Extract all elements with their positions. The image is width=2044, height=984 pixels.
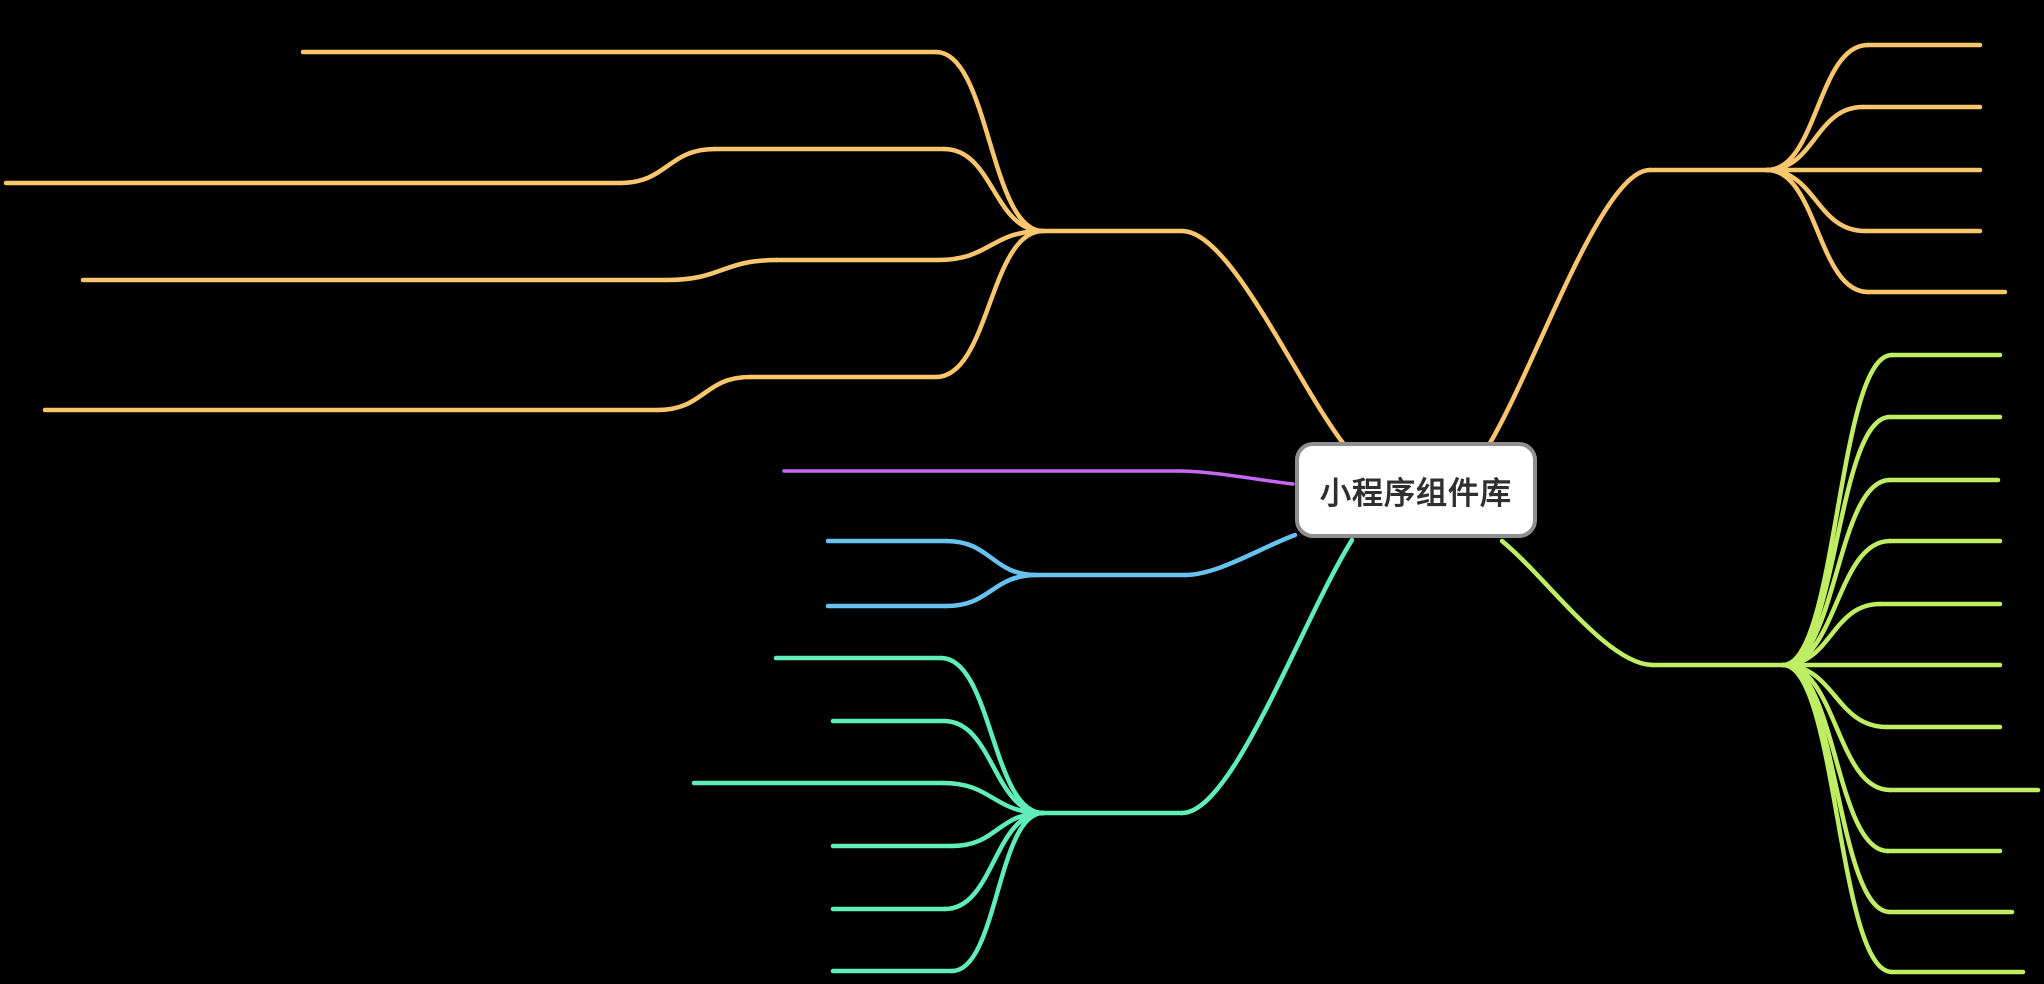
branch-right-green [1499, 352, 2041, 975]
branch-right-green-connector-1 [1780, 352, 1895, 668]
branch-left-orange-connector-4 [933, 228, 1046, 380]
root-node-label: 小程序组件库 [1320, 475, 1512, 511]
branch-left-blue-connector-2 [943, 572, 1040, 609]
branch-right-green-connector-9 [1780, 662, 1893, 915]
branch-left-teal-connector-1 [938, 655, 1046, 816]
branch-left-orange-connector-5 [617, 146, 718, 186]
branch-left-orange-connector-1 [933, 49, 1046, 234]
branch-right-green-connector-10 [1780, 662, 1895, 975]
branch-right-orange-connector-2 [1764, 104, 1866, 173]
branch-right-orange [1487, 42, 2008, 446]
branch-left-purple [782, 469, 1295, 486]
branch-right-orange-connector-4 [1764, 167, 1871, 295]
branch-left-blue [825, 532, 1298, 609]
branch-right-green-connector-2 [1780, 414, 1893, 668]
branch-left-teal-connector-0 [1179, 537, 1355, 816]
branch-right-orange-connector-0 [1487, 167, 1653, 446]
branch-left-orange-connector-7 [655, 374, 753, 413]
branch-left-orange-connector-0 [1179, 228, 1346, 446]
branch-left-teal-connector-5 [942, 810, 1046, 912]
root-node[interactable]: 小程序组件库 [1295, 442, 1537, 538]
branch-left-purple-connector-0 [1176, 469, 1295, 486]
branch-left-orange [3, 49, 1346, 446]
branch-left-orange-connector-2 [941, 146, 1046, 234]
branch-right-green-connector-8 [1780, 662, 1891, 854]
branch-left-teal-connector-3 [940, 780, 1046, 816]
branch-left-teal-connector-2 [941, 718, 1046, 816]
branch-right-green-connector-5 [1780, 601, 1883, 668]
branch-right-green-connector-0 [1499, 538, 1656, 668]
branch-left-orange-connector-3 [935, 228, 1046, 263]
branch-left-blue-connector-0 [1182, 532, 1298, 578]
branch-left-blue-connector-1 [943, 538, 1040, 578]
branch-left-teal-connector-6 [949, 810, 1046, 974]
branch-left-teal [691, 537, 1355, 974]
branch-right-green-connector-3 [1780, 477, 1893, 668]
branch-left-orange-connector-6 [664, 257, 780, 283]
